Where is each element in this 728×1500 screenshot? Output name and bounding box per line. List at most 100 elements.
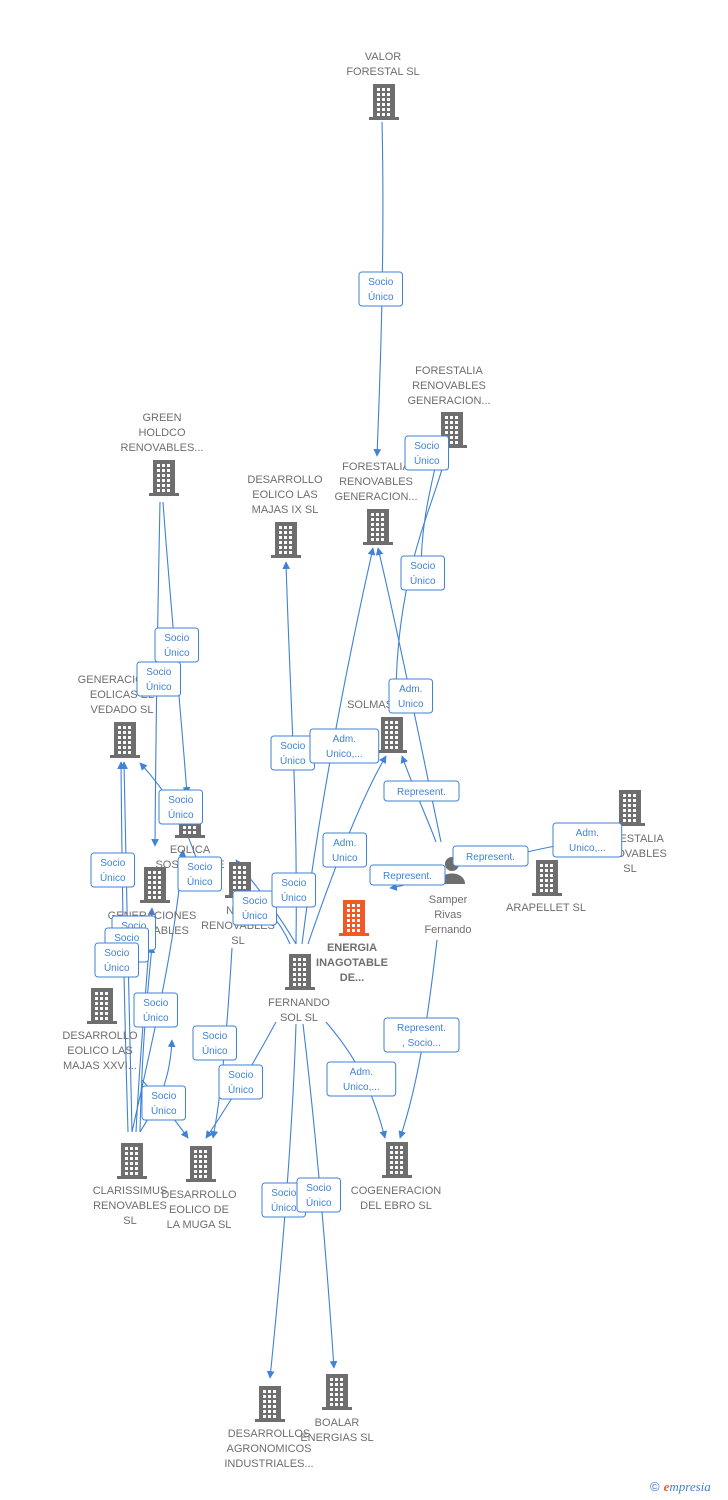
copyright-symbol: © [650, 1479, 660, 1494]
edge-label-text: Único [202, 1044, 228, 1057]
node-label-line: RENOVABLES [93, 1200, 167, 1212]
edge-label-text: Único [100, 871, 126, 884]
edge-label-text: Socio [368, 277, 393, 288]
node-energia[interactable]: ENERGIA INAGOTABLE DE... [316, 900, 388, 984]
edge-label-text: Represent. [397, 787, 446, 798]
node-solmas[interactable]: SOLMAS [347, 699, 407, 753]
edge-label-box[interactable]: Adm.Unico,... [552, 822, 623, 858]
node-label-line: ARAPELLET SL [506, 902, 586, 914]
node-label-line: SOL SL [280, 1012, 318, 1024]
edge-label-box[interactable]: Adm. Unico,... [309, 728, 380, 764]
node-label-line: DESARROLLO [161, 1189, 237, 1201]
node-label-line: GENERACION... [334, 491, 417, 503]
building-icon [339, 900, 369, 936]
edge-label-text: Socio [151, 1091, 176, 1102]
edge-label-text: Socio [143, 998, 168, 1009]
building-icon [255, 1386, 285, 1422]
edge-label-text: Único [280, 754, 306, 767]
node-forestalia2[interactable]: FORESTALIARENOVABLESGENERACION... [334, 461, 418, 545]
edge-label-text: Socio [281, 878, 306, 889]
node-label-line: VEDADO SL [91, 704, 154, 716]
edge-label-text: Socio [168, 795, 193, 806]
building-icon [186, 1146, 216, 1182]
edge-label-text: Socio [114, 933, 139, 944]
building-icon [363, 509, 393, 545]
edge-label-box[interactable]: Represent. [383, 780, 460, 802]
edge-label-box[interactable]: Represent. [452, 845, 529, 867]
edge-label-text: Unico [398, 699, 424, 710]
node-label-line: GENERACION... [407, 395, 490, 407]
edge-label-text: Adm. [333, 734, 356, 745]
edge-label-text: Único [151, 1104, 177, 1117]
edge-label-text: Socio [187, 862, 212, 873]
edge-label-text: Socio [414, 441, 439, 452]
edge-label-text: Socio [228, 1070, 253, 1081]
brand-footer[interactable]: ©empresia [650, 1479, 711, 1495]
edge-label-box[interactable]: Adm.Unico,... [326, 1061, 397, 1097]
node-label-line: EOLICO LAS [252, 489, 317, 501]
node-arapellet[interactable]: ARAPELLET SL [506, 860, 586, 914]
edge-label-text: Único [164, 646, 190, 659]
node-generaciones[interactable]: GENERACIONESRENOVABLES [108, 867, 197, 937]
node-label-line: RENOVABLES [339, 476, 413, 488]
brand-initial: e [663, 1479, 670, 1494]
edge-label-text: Unico,... [326, 749, 363, 760]
building-icon [369, 84, 399, 120]
building-icon [149, 460, 179, 496]
edge-label-text: Socio [242, 896, 267, 907]
node-label-line: DESARROLLO [62, 1030, 138, 1042]
edge-label-box[interactable]: Adm.Unico [322, 832, 367, 868]
node-label-line: INAGOTABLE [316, 957, 388, 969]
node-label-line: VALOR [365, 51, 402, 63]
edge-label-box[interactable]: Represent., Socio... [383, 1017, 460, 1053]
edge-label-text: Único [306, 1196, 332, 1209]
edge-labels-layer: SocioÚnicoSocioÚnicoSocioÚnicoSocioÚnico… [90, 271, 623, 1218]
node-label-line: BOALAR [315, 1417, 360, 1429]
edge-label-text: Socio [410, 561, 435, 572]
edge-label-text: Socio [306, 1183, 331, 1194]
edge-label-box[interactable]: Represent. [369, 864, 446, 886]
node-label-line: DEL EBRO SL [360, 1200, 432, 1212]
edge-label-text: Único [146, 680, 172, 693]
node-label-line: RENOVABLES [412, 380, 486, 392]
building-icon [87, 988, 117, 1024]
node-label-line: LA MUGA SL [167, 1219, 232, 1231]
node-forestalia1[interactable]: FORESTALIARENOVABLESGENERACION... [407, 365, 491, 448]
building-icon [377, 717, 407, 753]
edge-label-box[interactable]: Adm.Unico [388, 678, 433, 714]
node-label-line: DE... [340, 972, 364, 984]
node-label-line: SOLMAS [347, 699, 393, 711]
node-label-line: GREEN [142, 412, 181, 424]
building-icon [271, 522, 301, 558]
node-label-line: Rivas [434, 909, 462, 921]
node-green[interactable]: GREENHOLDCORENOVABLES... [121, 412, 204, 496]
node-label-line: ENERGIA [327, 942, 377, 954]
node-agronomicos[interactable]: DESARROLLOSAGRONOMICOSINDUSTRIALES... [224, 1386, 314, 1470]
